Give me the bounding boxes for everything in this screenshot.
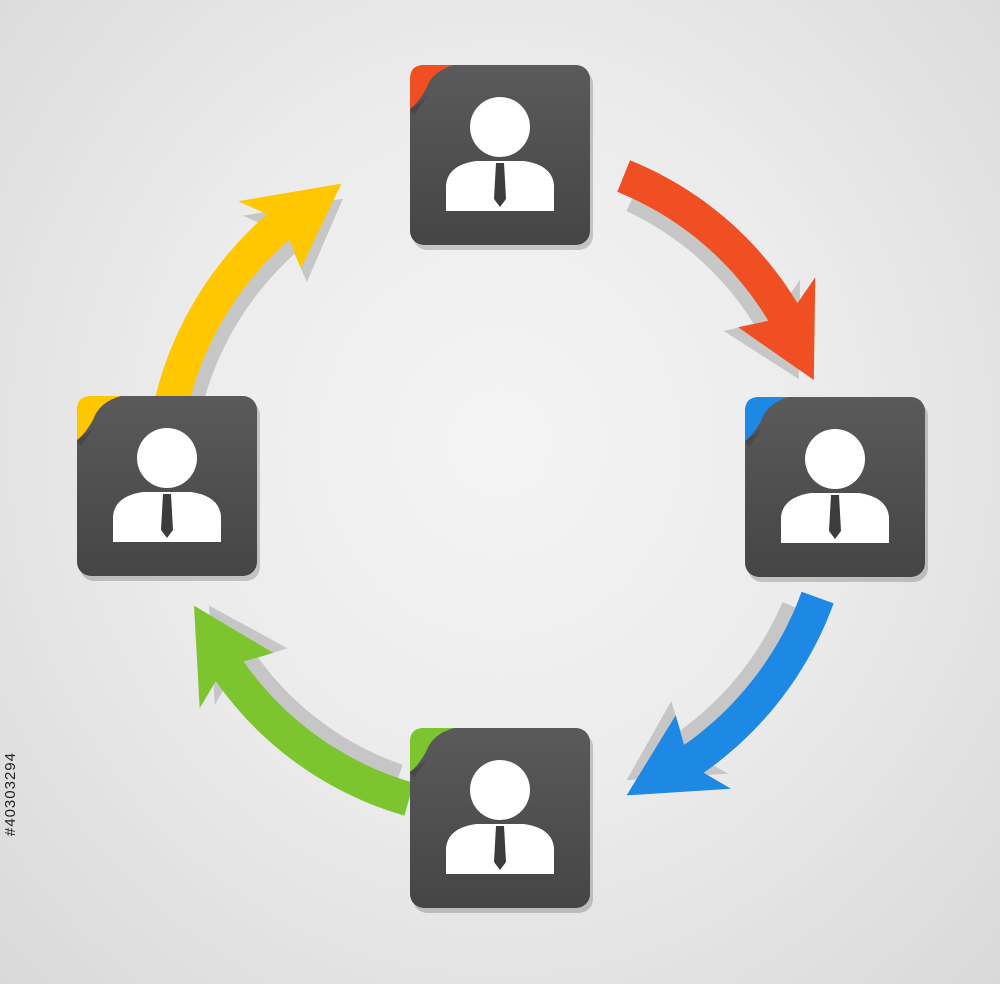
arrow-right-to-bottom — [626, 591, 834, 796]
arrow-left-to-top — [152, 183, 343, 416]
corner-fold — [745, 397, 789, 441]
arrows-layer — [152, 160, 834, 816]
arrow-top-to-right — [617, 160, 816, 380]
arrow-bottom-to-left — [194, 605, 414, 816]
businessman-icon — [113, 428, 221, 542]
node-top — [410, 65, 593, 250]
corner-fold — [410, 728, 454, 772]
tie — [494, 826, 506, 870]
arrow-shape — [617, 160, 816, 380]
nodes-layer — [77, 65, 928, 913]
node-right — [745, 397, 928, 582]
tie — [494, 163, 506, 207]
corner-fold — [77, 396, 121, 440]
businessman-icon — [446, 760, 554, 874]
stock-id-label: #40303294 — [2, 752, 19, 837]
node-left — [77, 396, 260, 581]
arrow-shape — [152, 183, 342, 416]
tie — [161, 494, 173, 538]
node-bottom — [410, 728, 593, 913]
businessman-icon — [446, 97, 554, 211]
businessman-icon — [781, 429, 889, 543]
arrow-shape — [626, 591, 834, 796]
arrow-shape — [194, 605, 414, 816]
tie — [829, 495, 841, 539]
corner-fold — [410, 65, 454, 109]
